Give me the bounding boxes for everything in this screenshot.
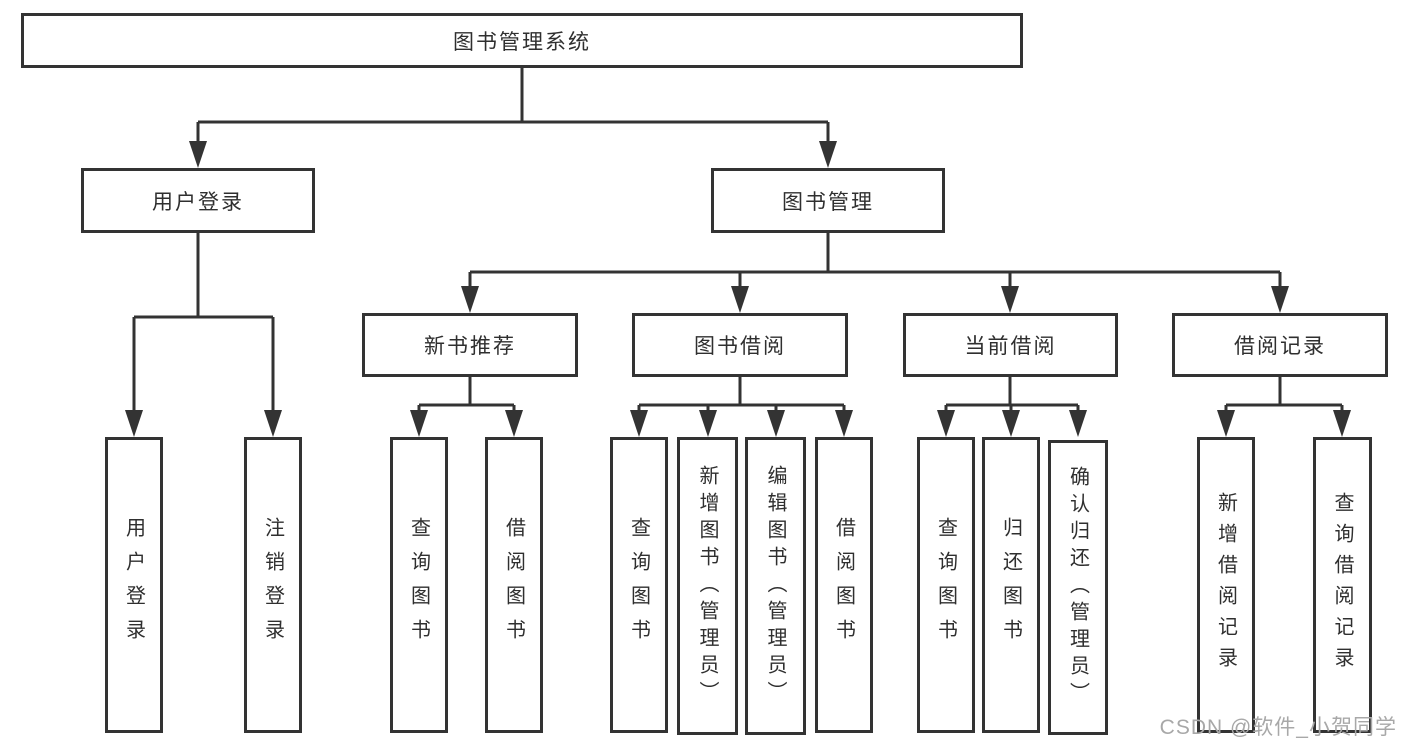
leaf-add-borrow-record-label: 新增借阅记录 (1214, 492, 1237, 678)
leaf-query-borrow-record: 查询借阅记录 (1313, 437, 1372, 733)
node-book-management-module-label: 图书管理 (782, 190, 874, 214)
leaf-query-book-borrowing-label: 查询图书 (627, 517, 650, 653)
node-book-management-module: 图书管理 (711, 168, 945, 233)
leaf-user-login-label: 用户登录 (122, 517, 145, 653)
leaf-borrow-book-recommend-label: 借阅图书 (502, 517, 525, 653)
node-book-borrowing: 图书借阅 (632, 313, 848, 377)
node-current-borrowing-label: 当前借阅 (964, 335, 1057, 358)
leaf-add-borrow-record: 新增借阅记录 (1197, 437, 1255, 733)
node-root-system-label: 图书管理系统 (453, 30, 591, 54)
leaf-edit-book-admin-label: 编辑图书（管理员） (764, 464, 786, 708)
node-borrowing-records: 借阅记录 (1172, 313, 1388, 377)
leaf-query-book-current: 查询图书 (917, 437, 975, 733)
leaf-borrow-book: 借阅图书 (815, 437, 873, 733)
node-borrowing-records-label: 借阅记录 (1234, 335, 1326, 358)
leaf-user-login: 用户登录 (105, 437, 163, 733)
leaf-add-book-admin-label: 新增图书（管理员） (696, 464, 718, 708)
leaf-borrow-book-recommend: 借阅图书 (485, 437, 543, 733)
arrowheads (125, 141, 1351, 437)
leaf-logout: 注销登录 (244, 437, 302, 733)
node-root-system: 图书管理系统 (21, 13, 1023, 68)
leaf-confirm-return-admin: 确认归还（管理员） (1048, 440, 1108, 735)
csdn-watermark: CSDN @软件_小贺同学 (1159, 716, 1397, 739)
leaf-borrow-book-label: 借阅图书 (832, 517, 855, 653)
node-new-book-recommend-label: 新书推荐 (424, 335, 516, 358)
node-book-borrowing-label: 图书借阅 (694, 335, 786, 358)
leaf-query-book-recommend: 查询图书 (390, 437, 448, 733)
leaf-edit-book-admin: 编辑图书（管理员） (745, 437, 806, 735)
leaf-logout-label: 注销登录 (261, 517, 284, 653)
node-user-login-module-label: 用户登录 (152, 190, 244, 214)
leaf-return-book-label: 归还图书 (999, 517, 1022, 653)
leaf-add-book-admin: 新增图书（管理员） (677, 437, 738, 735)
leaf-query-book-recommend-label: 查询图书 (407, 517, 430, 653)
leaf-query-borrow-record-label: 查询借阅记录 (1331, 492, 1353, 678)
leaf-confirm-return-admin-label: 确认归还（管理员） (1066, 466, 1089, 709)
node-new-book-recommend: 新书推荐 (362, 313, 578, 377)
leaf-return-book: 归还图书 (982, 437, 1040, 733)
leaf-query-book-borrowing: 查询图书 (610, 437, 668, 733)
leaf-query-book-current-label: 查询图书 (934, 517, 957, 653)
node-current-borrowing: 当前借阅 (903, 313, 1118, 377)
node-user-login-module: 用户登录 (81, 168, 315, 233)
